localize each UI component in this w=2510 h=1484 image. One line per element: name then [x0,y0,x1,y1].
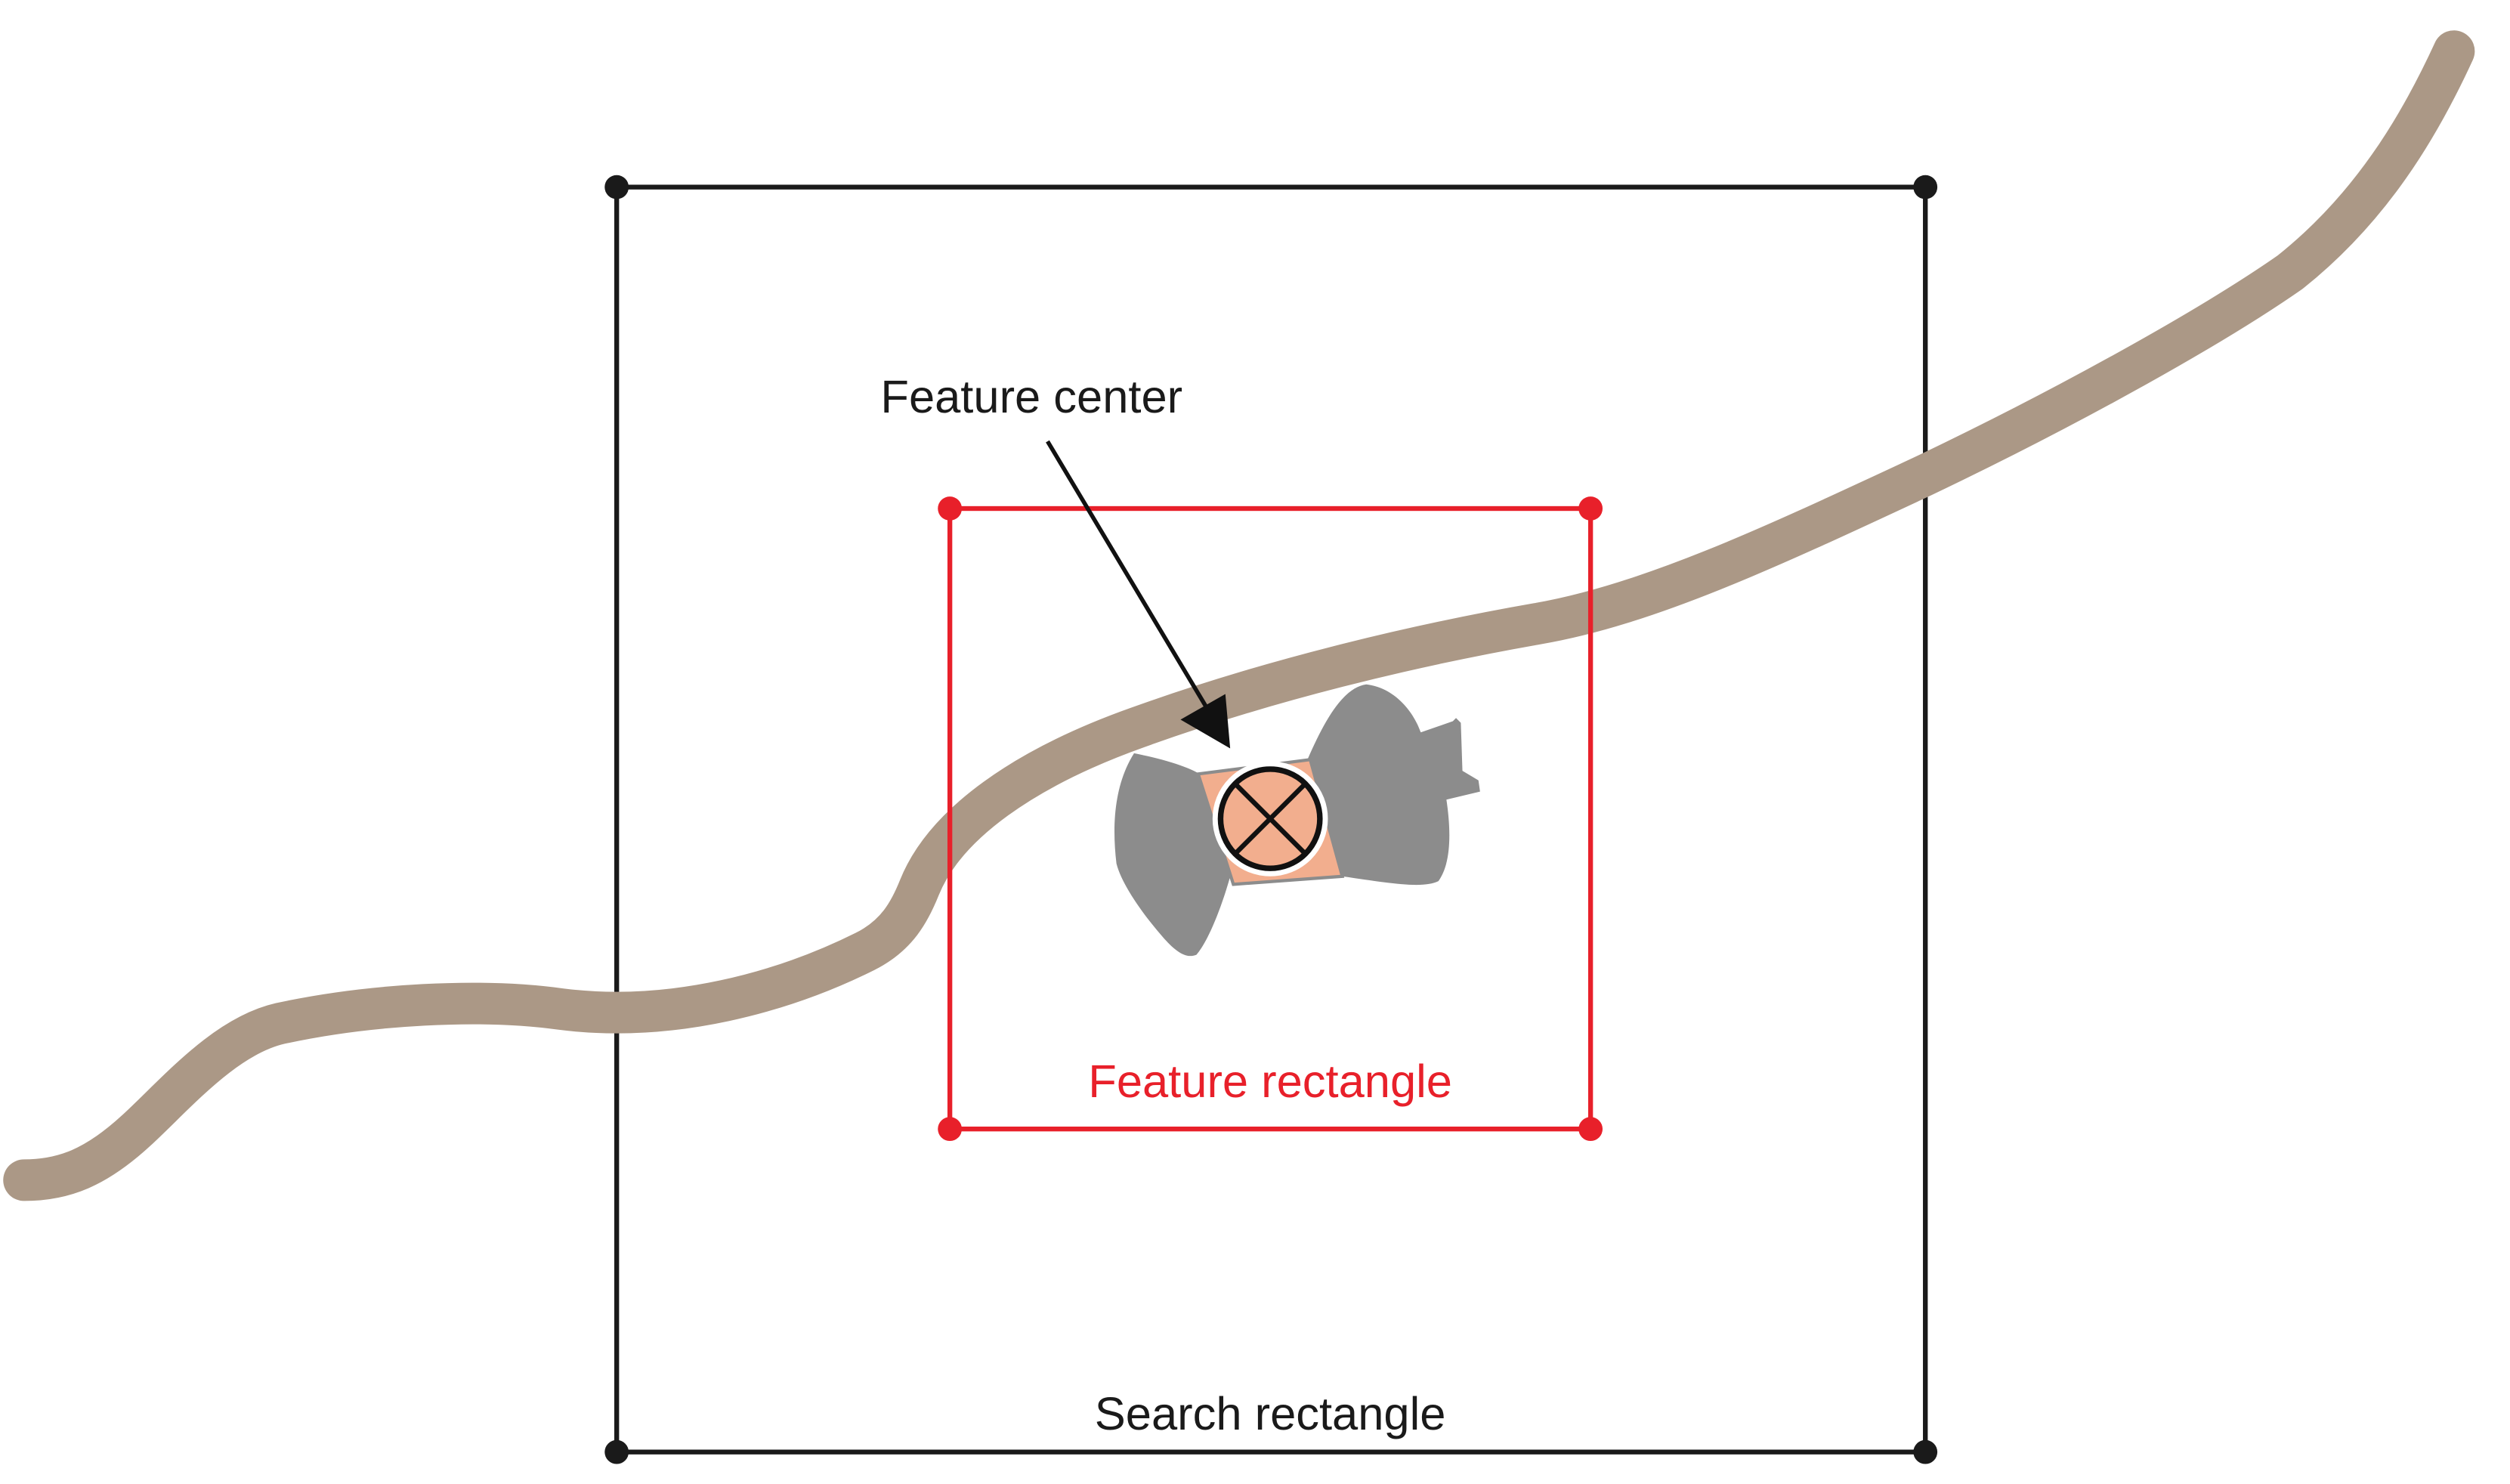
feature-rectangle-border [947,505,1593,1132]
search-rectangle-border [614,184,1928,1455]
feature-corner-top-right [1578,496,1603,521]
search-rectangle-label: Search rectangle [1095,1388,1446,1440]
search-corner-top-right [1913,175,1938,199]
circle-cross-icon [1212,761,1328,876]
feature-right-wing [1305,684,1480,886]
road [3,30,2475,1201]
feature-center-label: Feature center [880,371,1182,423]
feature-rectangle [938,496,1603,1142]
feature-center-arrow [1046,440,1231,749]
feature-corner-bottom-left [938,1117,963,1142]
search-corner-bottom-right [1913,1439,1938,1464]
feature-rectangle-label: Feature rectangle [1088,1056,1452,1108]
search-corner-top-left [604,175,629,199]
search-corner-bottom-left [604,1439,629,1464]
feature-corner-bottom-right [1578,1117,1603,1142]
search-rectangle [604,175,1938,1464]
feature-corner-top-left [938,496,963,521]
